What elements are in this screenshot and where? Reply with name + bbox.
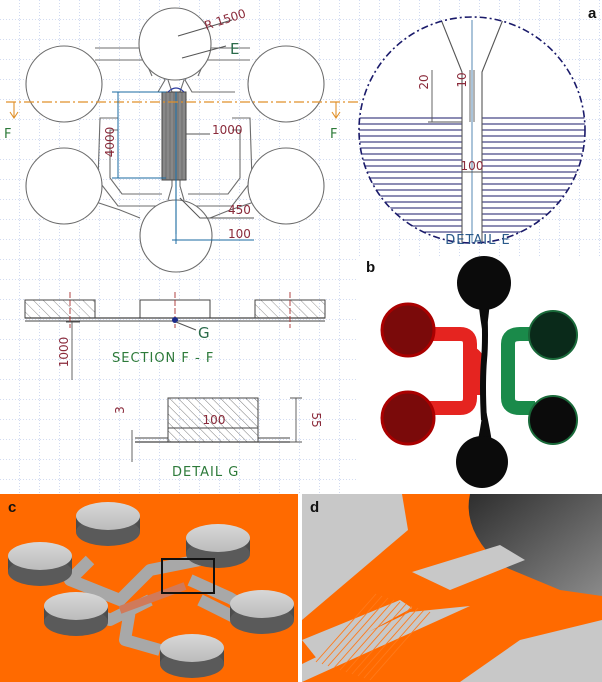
point-g <box>172 317 178 323</box>
panel-label-c: c <box>8 499 16 516</box>
leader-g <box>175 321 197 331</box>
detail-g: 3 55 100 DETAIL G <box>113 397 323 480</box>
detail-g-title: DETAIL G <box>172 465 239 480</box>
panel-c: c <box>0 494 298 682</box>
detail-e-title: DETAIL E <box>445 233 510 248</box>
dim-line-4000 <box>112 91 166 179</box>
main-channel-lines <box>165 92 183 180</box>
panel-a: F F R 1500 E 4000 1000 450 100 <box>0 0 602 494</box>
dim-10: 10 <box>455 72 469 87</box>
panel-d: d <box>302 494 602 682</box>
channel-upper-strip <box>302 600 412 660</box>
reservoir-top <box>138 7 212 81</box>
panel-b: b <box>356 256 602 494</box>
reservoir-red-top <box>380 302 436 358</box>
detail-e-boundary <box>358 16 586 244</box>
reservoir-black-bottom <box>456 436 508 488</box>
panel-label-a: a <box>588 5 597 22</box>
reservoir-red-bottom <box>380 390 436 446</box>
reservoir-upper-left <box>25 45 103 123</box>
leader-radius <box>177 19 233 37</box>
section-arrow-right <box>331 102 341 119</box>
leader-100 <box>172 210 254 244</box>
leader-e <box>181 45 227 59</box>
red-branch <box>468 346 484 395</box>
funnel-right <box>412 545 525 590</box>
leader-450 <box>179 197 254 219</box>
section-f-f: G 1000 SECTION F - F <box>24 292 326 380</box>
dim-100-outlet: 100 <box>228 227 251 241</box>
channel-block-right <box>460 620 602 682</box>
dim-450: 450 <box>228 203 251 217</box>
cylinder-right <box>230 590 294 634</box>
channel-block-left <box>302 494 408 620</box>
green-channel <box>501 327 548 415</box>
arc-e-marker <box>167 87 185 93</box>
detail-g-top <box>167 397 259 429</box>
dim-line-100-e <box>461 168 483 176</box>
zoom-box <box>161 558 215 594</box>
section-label: SECTION F - F <box>112 351 214 366</box>
cylinder-top-right <box>186 524 250 568</box>
cylinder-top-left <box>76 502 140 546</box>
detail-e: 20 10 100 DETAIL E <box>358 16 586 248</box>
reservoir-upper-right <box>247 45 325 123</box>
reservoir-green-top <box>528 310 578 360</box>
funnel-bottom <box>167 178 185 201</box>
dim-1000-channel: 1000 <box>212 123 243 137</box>
section-arrow-left <box>9 102 19 119</box>
dim-line-10 <box>469 70 475 122</box>
panel-c-background <box>0 494 298 682</box>
reservoir-green-bottom <box>528 395 578 445</box>
dim-line-1000-section <box>66 321 80 380</box>
detail-g-bottom <box>167 427 259 443</box>
main-channel-3d <box>118 582 187 614</box>
label-g: G <box>198 324 211 342</box>
channels-3d <box>64 554 254 656</box>
red-channel <box>408 327 477 415</box>
label-e: E <box>230 40 240 58</box>
device-top-view <box>25 7 325 273</box>
channel-outline-upper-right <box>184 47 250 93</box>
cylinder-bottom-left <box>44 592 108 636</box>
section-block-left <box>24 299 96 319</box>
panel-label-d: d <box>310 499 319 516</box>
funnel-black-bottom <box>478 400 492 444</box>
dim-1000-section: 1000 <box>57 337 71 368</box>
channel-outline-lower <box>89 199 261 219</box>
cylinder-left <box>8 542 72 586</box>
channel-stripes <box>315 593 431 681</box>
dim-3: 3 <box>113 406 127 414</box>
dim-4000: 4000 <box>103 127 117 158</box>
detail-e-funnel <box>439 17 505 243</box>
label-f-right: F <box>330 127 338 142</box>
dim-100-detail-g: 100 <box>203 413 226 427</box>
separator-vertical <box>298 494 302 682</box>
reservoir-dark <box>468 494 602 596</box>
reservoir-lower-left <box>25 147 103 225</box>
dim-line-20 <box>428 70 462 123</box>
dim-20: 20 <box>417 74 431 89</box>
reservoir-lower-right <box>247 147 325 225</box>
dim-55: 55 <box>309 412 323 427</box>
dim-line-55 <box>290 397 302 443</box>
dim-100-detail-e: 100 <box>461 159 484 173</box>
reservoir-black-top <box>457 256 511 310</box>
label-f-left: F <box>4 127 12 142</box>
cylinder-bottom <box>160 634 224 678</box>
panel-label-b: b <box>366 259 375 276</box>
